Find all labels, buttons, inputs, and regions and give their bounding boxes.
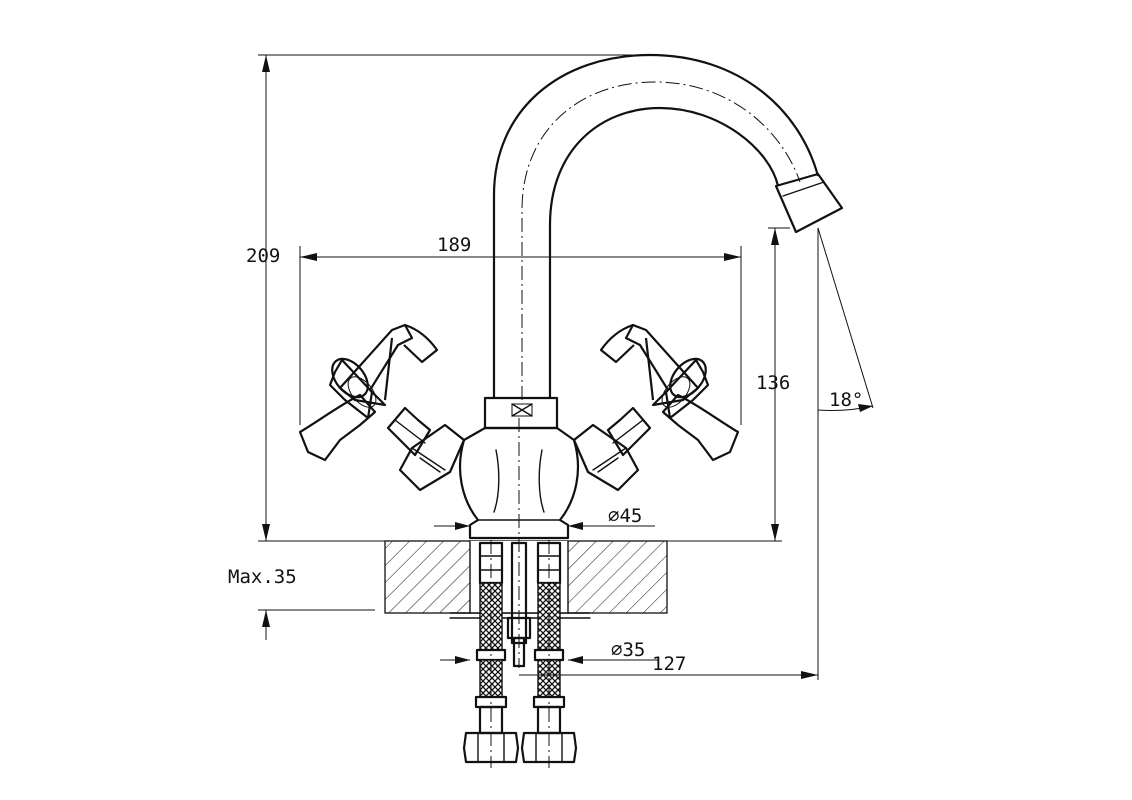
right-valve	[572, 323, 740, 492]
dimension-lines	[258, 54, 874, 680]
dimension-labels: 209 189 136 18° ⌀45 ⌀35 127 Max.35	[228, 234, 863, 675]
left-valve	[298, 323, 466, 492]
label-spout-reach: 127	[652, 653, 686, 675]
aerator	[774, 172, 844, 234]
label-spout-angle: 18°	[829, 389, 863, 411]
mounting-stud	[506, 541, 532, 668]
label-total-height: 209	[246, 245, 280, 267]
left-cross-handle	[298, 323, 439, 462]
label-hole-diameter: ⌀35	[611, 639, 645, 661]
right-cross-handle	[599, 323, 740, 462]
label-handle-span: 189	[437, 234, 471, 256]
label-body-diameter: ⌀45	[608, 505, 642, 527]
label-spout-height: 136	[756, 372, 790, 394]
supply-hoses	[462, 540, 578, 768]
label-max-thickness: Max.35	[228, 566, 297, 588]
